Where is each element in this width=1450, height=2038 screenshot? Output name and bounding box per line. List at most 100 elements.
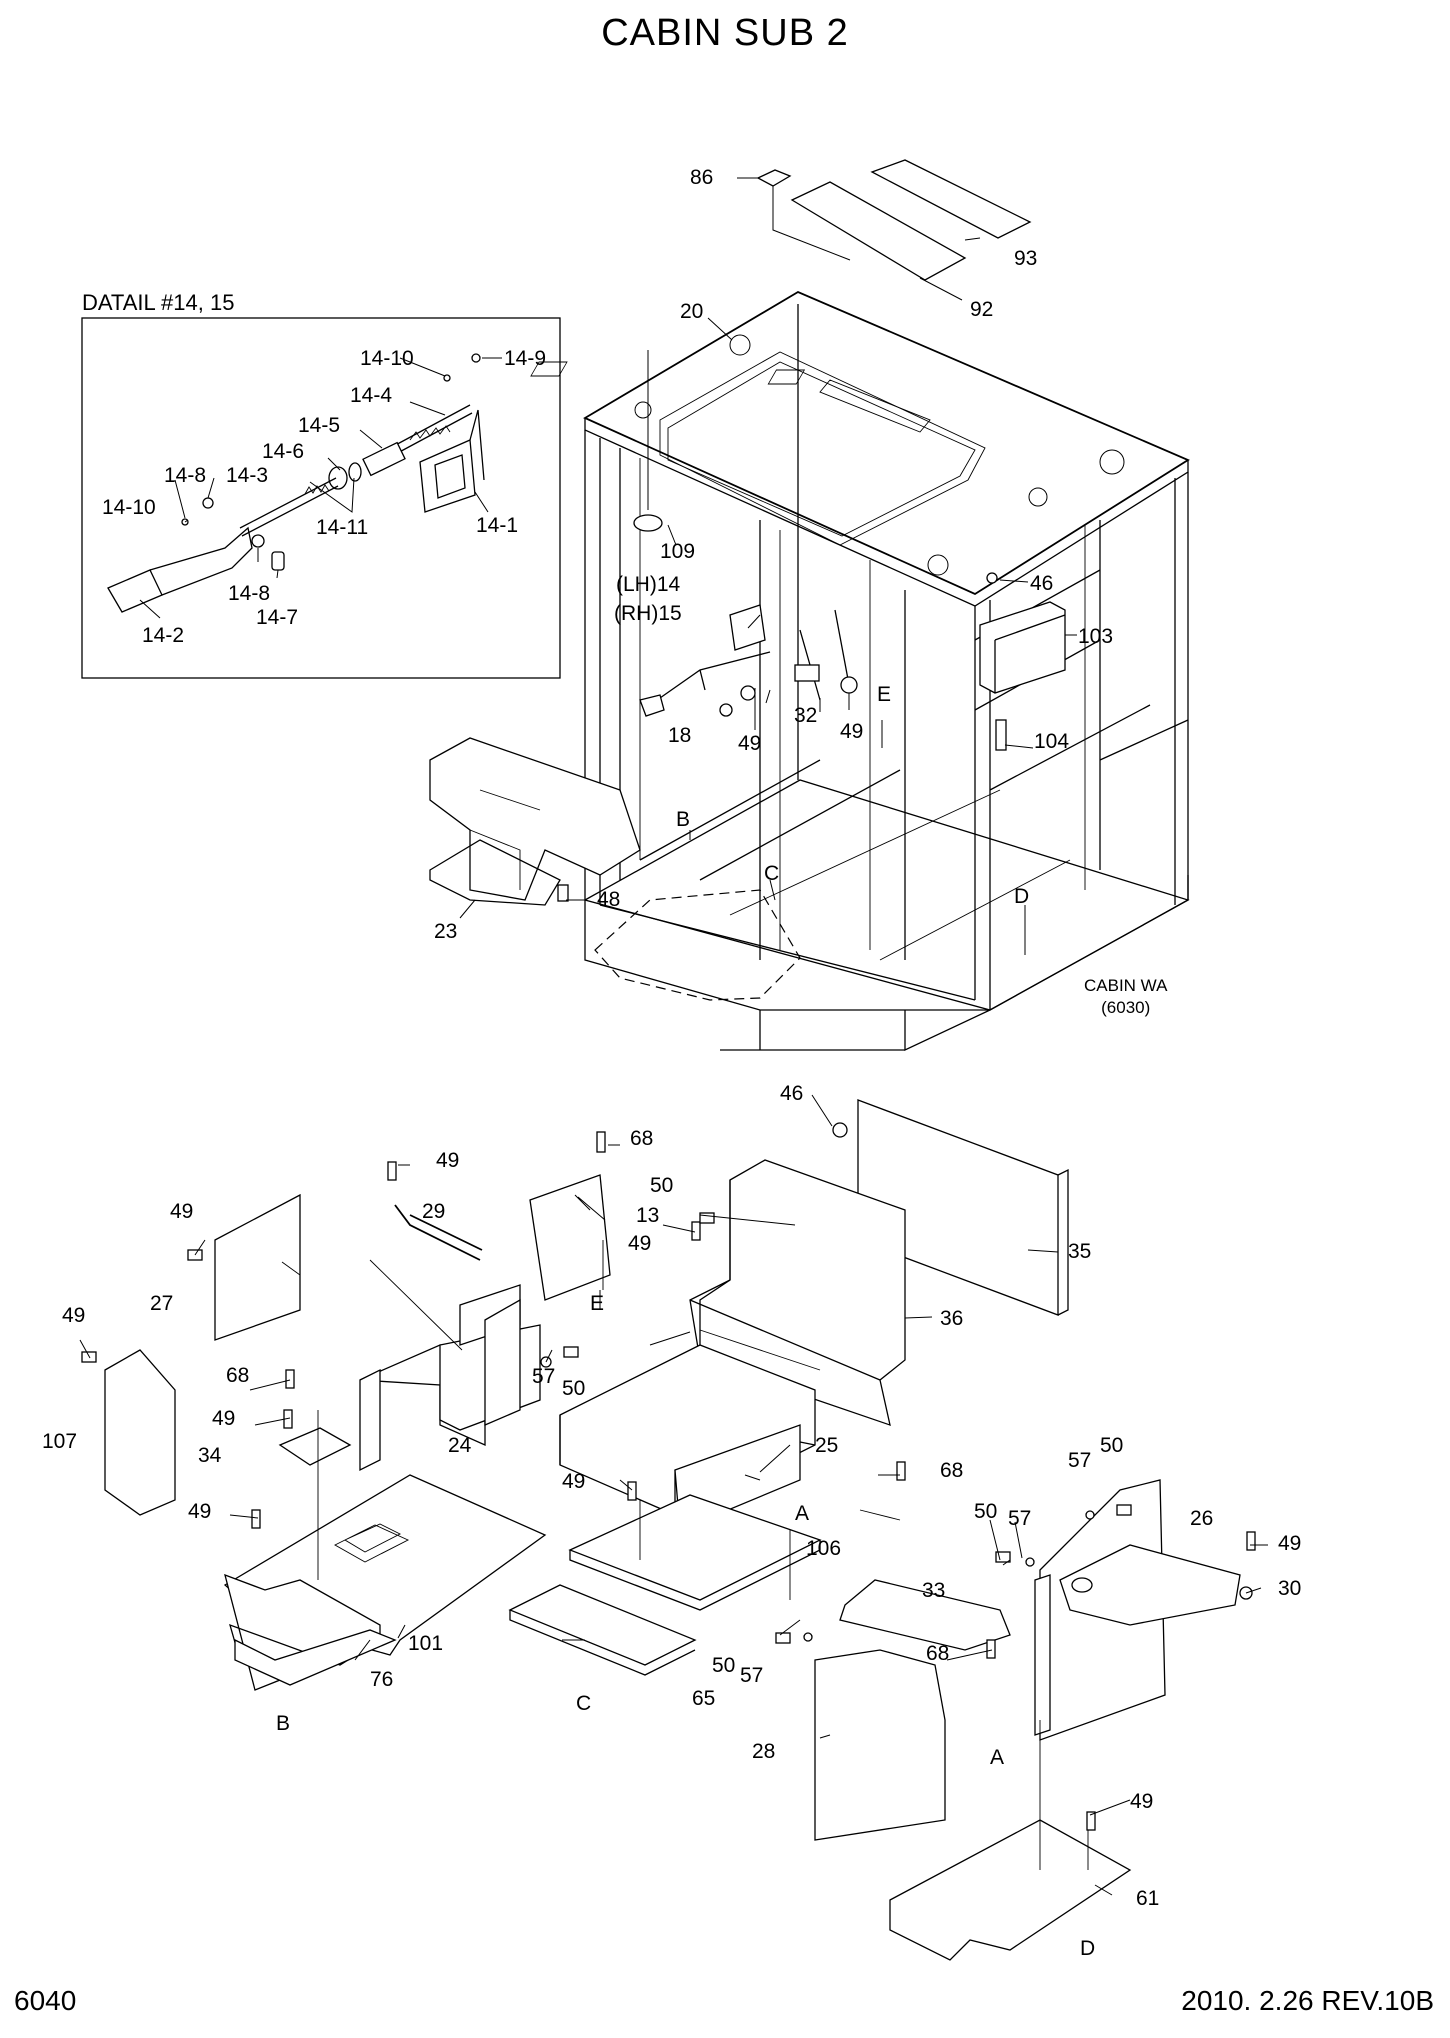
label-106: 106 [806,1537,841,1560]
label-50-c: 50 [1100,1434,1123,1457]
label-86: 86 [690,166,713,189]
label-49-f: 49 [62,1304,85,1327]
label-61: 61 [1136,1887,1159,1910]
label-29: 29 [422,1200,445,1223]
frame-posts [584,304,1189,1010]
detail-box [81,317,561,679]
label-104: 104 [1034,730,1069,753]
label-14-5: 14-5 [298,414,340,437]
bracket-part [419,439,476,513]
cover-34 [278,1427,352,1466]
label-25: 25 [815,1434,838,1457]
label-49-upper-b: 49 [840,720,863,743]
label-65: 65 [692,1687,715,1710]
label-68-d: 68 [926,1642,949,1665]
label-50-e: 50 [712,1654,735,1677]
label-49-upper-a: 49 [738,732,761,755]
label-27: 27 [150,1292,173,1315]
cabin-reference: CABIN WA (6030) [1084,975,1167,1019]
bracket-13 [529,1174,611,1301]
label-14-9: 14-9 [504,347,546,370]
label-46-lower: 46 [780,1082,803,1105]
label-15: (RH)15 [614,602,682,625]
panel-27 [214,1193,301,1341]
panel-92 [790,181,967,281]
page-number: 6040 [14,1985,77,2016]
cabin-frame-assembly [429,159,1190,1052]
label-14-8a: 14-8 [164,464,206,487]
panel-93 [870,159,1032,239]
label-36: 36 [940,1307,963,1330]
label-68-b: 68 [226,1364,249,1387]
pedal-part [107,569,163,613]
label-76: 76 [370,1668,393,1691]
cabin-reference-code: (6030) [1101,998,1151,1017]
label-50-d: 50 [974,1500,997,1523]
label-A-upper: A [795,1502,809,1525]
label-49-c: 49 [436,1149,459,1172]
label-32: 32 [794,704,817,727]
label-C-lower: C [576,1692,591,1715]
detail-box-title: DATAIL #14, 15 [82,290,235,315]
rod-part [389,404,473,457]
seat-box-36 [699,1159,906,1426]
panel-107 [104,1349,176,1516]
label-14-3: 14-3 [226,464,268,487]
label-28: 28 [752,1740,775,1763]
label-103: 103 [1078,625,1113,648]
label-68-a: 68 [630,1127,653,1150]
label-E-upper: E [877,683,891,706]
label-14-7: 14-7 [256,606,298,629]
label-57-a: 57 [532,1365,555,1388]
label-26: 26 [1190,1507,1213,1530]
bolts [81,1122,1256,1831]
label-92: 92 [970,298,993,321]
label-48: 48 [597,888,620,911]
label-49-g: 49 [212,1407,235,1430]
label-49-d: 49 [170,1200,193,1223]
label-D-lower: D [1080,1937,1095,1960]
lower-panels [79,1094,1268,1961]
plate-106 [568,1494,822,1601]
label-35: 35 [1068,1240,1091,1263]
label-E-lower: E [590,1292,604,1315]
label-B-upper: B [676,808,690,831]
label-49-i: 49 [188,1500,211,1523]
label-A-lower: A [990,1746,1004,1769]
plate-65 [508,1584,697,1666]
label-14-1: 14-1 [476,514,518,537]
label-23: 23 [434,920,457,943]
label-57-b: 57 [1068,1449,1091,1472]
grommet-109 [633,514,663,532]
label-14-4: 14-4 [350,384,392,407]
pad-86 [756,169,792,187]
console-part [429,737,641,901]
label-18: 18 [668,724,691,747]
fender-outline [594,889,801,1001]
date-revision: 2010. 2.26 REV.10B [1181,1985,1434,2016]
label-109: 109 [660,540,695,563]
label-107: 107 [42,1430,77,1453]
label-C-upper: C [764,862,779,885]
label-101: 101 [408,1632,443,1655]
label-B-lower: B [276,1712,290,1735]
label-50-b: 50 [562,1377,585,1400]
panel-28 [814,1649,946,1841]
label-33: 33 [922,1579,945,1602]
label-14-2: 14-2 [142,624,184,647]
duct-33 [839,1579,1011,1651]
label-49-e: 49 [628,1232,651,1255]
label-14-8b: 14-8 [228,582,270,605]
label-14-10b: 14-10 [102,496,156,519]
cabin-reference-name: CABIN WA [1084,976,1168,995]
label-D-upper: D [1014,885,1029,908]
label-49-h: 49 [562,1470,585,1493]
bracket-103 [979,601,1066,694]
label-34: 34 [198,1444,222,1467]
label-14-11: 14-11 [316,516,368,539]
label-49-k: 49 [1130,1790,1153,1813]
label-50-a: 50 [650,1174,673,1197]
label-46-upper: 46 [1030,572,1053,595]
cabin-base [584,875,1189,1052]
